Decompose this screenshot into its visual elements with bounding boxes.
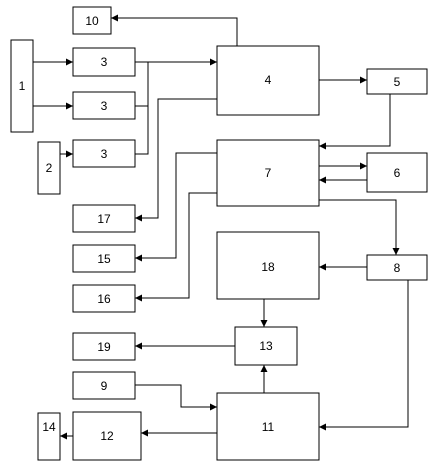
block-2-label: 2	[46, 161, 53, 175]
arrow-7-to-16	[135, 192, 217, 302]
block-1: 1	[10, 39, 34, 133]
block-5: 5	[366, 68, 428, 95]
arrow-4-to-17	[135, 98, 217, 222]
block-6: 6	[366, 152, 428, 193]
block-3-top: 3	[72, 47, 136, 77]
arrow-5-to-7	[319, 94, 391, 150]
block-17-label: 17	[97, 212, 111, 226]
block-16-label: 16	[97, 292, 111, 306]
arrow-8-to-11	[319, 280, 409, 431]
block-11-label: 11	[262, 420, 275, 434]
block-14: 14	[37, 412, 61, 461]
block-12-label: 12	[100, 429, 114, 443]
block-9-label: 9	[101, 379, 108, 393]
block-16: 16	[72, 284, 136, 313]
block-18-label: 18	[261, 260, 275, 274]
block-15: 15	[72, 244, 136, 273]
block-12: 12	[72, 411, 142, 461]
block-4-label: 4	[265, 73, 272, 87]
block-19: 19	[72, 332, 136, 361]
block-3-middle: 3	[72, 91, 136, 120]
line-3-middle-to-bus	[135, 62, 149, 107]
block-19-label: 19	[97, 340, 111, 354]
block-3-bottom-label: 3	[101, 147, 108, 161]
block-17: 17	[72, 204, 136, 233]
block-13-label: 13	[259, 339, 273, 353]
block-5-label: 5	[394, 75, 401, 89]
block-4: 4	[216, 45, 320, 116]
block-10-label: 10	[85, 14, 99, 28]
block-3-middle-label: 3	[101, 99, 108, 113]
block-7-label: 7	[265, 166, 272, 180]
block-1-label: 1	[19, 79, 26, 93]
block-10: 10	[72, 6, 112, 35]
block-8-label: 8	[394, 261, 401, 275]
block-8: 8	[366, 254, 428, 281]
block-6-label: 6	[394, 166, 401, 180]
arrow-9-to-11	[135, 384, 217, 411]
arrow-7-to-15	[135, 152, 217, 262]
block-14-label: 14	[42, 420, 56, 434]
line-3-bottom-to-bus	[135, 106, 149, 155]
block-15-label: 15	[97, 252, 111, 266]
arrow-4-to-10	[111, 14, 238, 46]
block-3-top-label: 3	[101, 55, 108, 69]
block-11: 11	[216, 392, 320, 461]
block-7: 7	[216, 139, 320, 207]
block-3-bottom: 3	[72, 139, 136, 168]
block-9: 9	[72, 371, 136, 400]
arrow-7-to-8	[319, 199, 400, 255]
block-2: 2	[37, 141, 61, 195]
block-13: 13	[234, 326, 298, 366]
block-18: 18	[216, 231, 320, 300]
